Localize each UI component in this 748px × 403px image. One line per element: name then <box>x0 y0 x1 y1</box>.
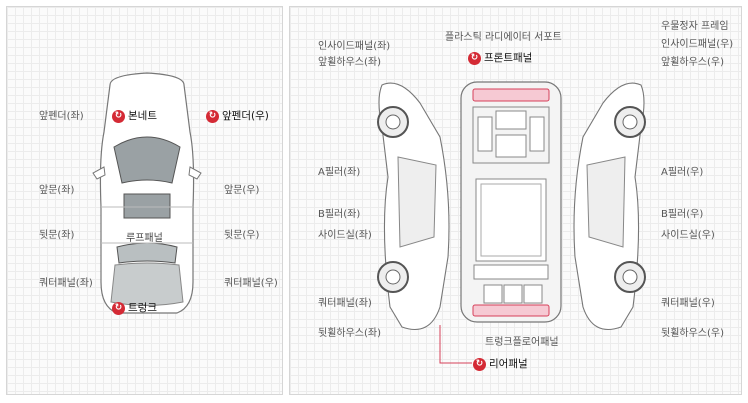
quarter-panel-right-label: 쿼터패널(우) <box>224 278 278 289</box>
front-wheelhouse-left-label: 앞휠하우스(좌) <box>318 57 382 68</box>
trunk-button[interactable]: ↻트렁크 <box>112 301 157 315</box>
quarter-panel-left-label: 쿼터패널(좌) <box>39 278 93 289</box>
front-side-member-label: 우물정자 프레임 <box>661 21 729 32</box>
frame-view-panel: 플라스틱 라디에이터 서포트 ↻프론트패널 트렁크플로어패널 ↻리어패널 인사이… <box>289 6 742 395</box>
bonnet-button[interactable]: ↻본네트 <box>112 109 157 123</box>
refresh-icon: ↻ <box>473 357 486 371</box>
top-view-panel: ↻본네트 ↻앞펜더(우) ↻트렁크 앞펜더(좌) 앞문(좌) 뒷문(좌) 쿼터패… <box>6 6 283 395</box>
a-pillar-right-label: A필러(우) <box>661 167 704 178</box>
inside-panel-left-label: 인사이드패널(좌) <box>318 41 391 52</box>
refresh-icon: ↻ <box>206 109 219 123</box>
front-door-right-label: 앞문(우) <box>224 185 260 196</box>
rear-wheelhouse-left-label: 뒷휠하우스(좌) <box>318 328 382 339</box>
inside-panel-right-label: 인사이드패널(우) <box>661 39 734 50</box>
radiator-support-label: 플라스틱 라디에이터 서포트 <box>445 32 562 43</box>
a-pillar-left-label: A필러(좌) <box>318 167 361 178</box>
rear-panel-button[interactable]: ↻리어패널 <box>473 357 528 371</box>
rear-door-left-label: 뒷문(좌) <box>39 230 75 241</box>
refresh-icon: ↻ <box>112 301 125 315</box>
front-panel-button[interactable]: ↻프론트패널 <box>468 51 532 65</box>
rear-wheelhouse-right-label: 뒷휠하우스(우) <box>661 328 725 339</box>
refresh-icon: ↻ <box>112 109 125 123</box>
car-top-view-diagram <box>92 72 202 314</box>
refresh-icon: ↻ <box>468 51 481 65</box>
rear-door-right-label: 뒷문(우) <box>224 230 260 241</box>
roof-panel-label: 루프패널 <box>126 233 163 244</box>
front-wheelhouse-right-label: 앞휠하우스(우) <box>661 57 725 68</box>
front-fender-right-button[interactable]: ↻앞펜더(우) <box>206 109 269 123</box>
side-sill-right-label: 사이드실(우) <box>661 230 715 241</box>
front-door-left-label: 앞문(좌) <box>39 185 75 196</box>
b-pillar-right-label: B필러(우) <box>661 209 704 220</box>
car-frame-diagram <box>377 81 646 364</box>
side-sill-left-label: 사이드실(좌) <box>318 230 372 241</box>
trunk-floor-panel-label: 트렁크플로어패널 <box>485 337 559 348</box>
front-fender-left-label: 앞펜더(좌) <box>39 111 84 122</box>
quarter-panel-left-label: 쿼터패널(좌) <box>318 298 372 309</box>
b-pillar-left-label: B필러(좌) <box>318 209 361 220</box>
quarter-panel-right-label: 쿼터패널(우) <box>661 298 715 309</box>
